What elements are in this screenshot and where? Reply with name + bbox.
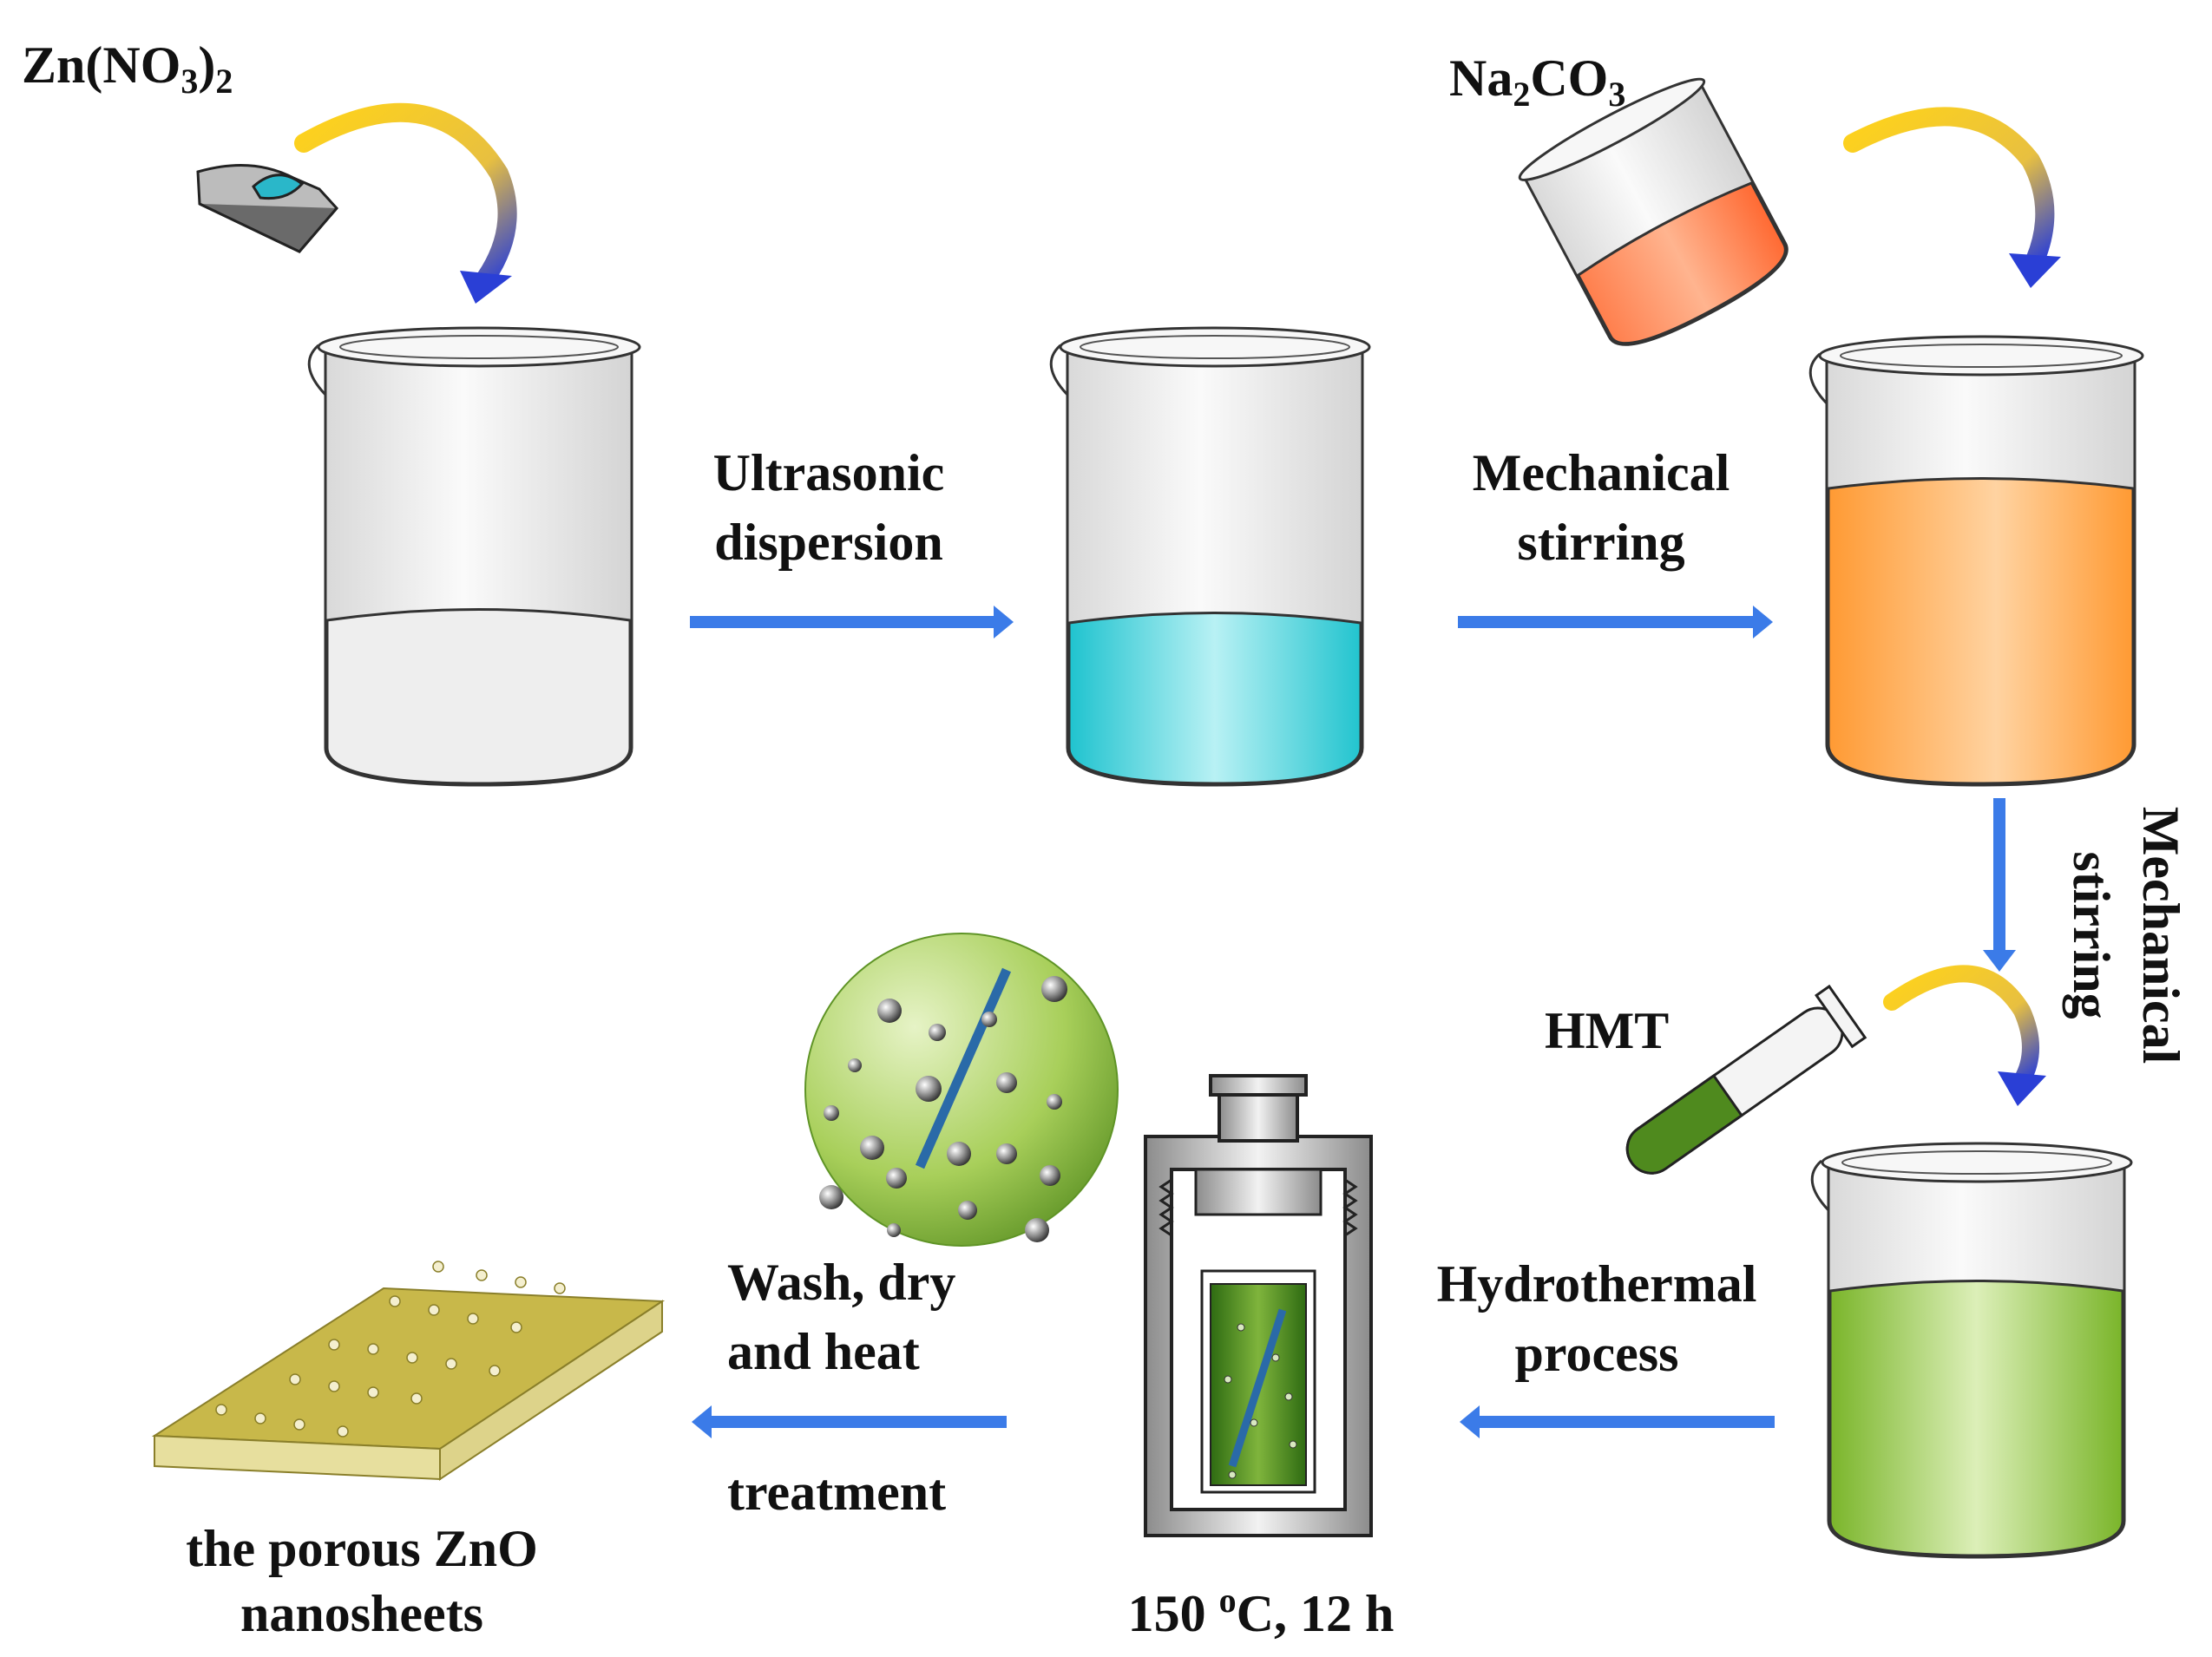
ultrasonic-label-line2: dispersion [714, 514, 942, 571]
pouring-beaker-na2co3 [1518, 77, 1789, 346]
magnified-view [804, 933, 1119, 1247]
pore [289, 1373, 301, 1385]
beaker-cyan-solution [1049, 326, 1371, 787]
pour-arrow-na2co3 [1843, 107, 2061, 288]
pore [254, 1412, 266, 1424]
bubble [1025, 1218, 1049, 1242]
pore [476, 1269, 488, 1281]
bubble [886, 1168, 907, 1189]
hmt-label: HMT [1545, 1002, 1669, 1059]
arrow-mechanical-1 [1458, 606, 1773, 639]
bubble [877, 999, 902, 1023]
pour-arrow-hmt [1883, 965, 2046, 1106]
mechanical-stirring-2-line2: stirring [2063, 851, 2120, 1018]
bubble [996, 1143, 1017, 1164]
pore [510, 1321, 522, 1333]
beaker-green-solution [1810, 1142, 2133, 1559]
bubble [1250, 1418, 1258, 1427]
mechanical-stirring-1-line2: stirring [1517, 514, 1684, 571]
bubble [947, 1142, 971, 1166]
bubble [860, 1136, 884, 1160]
pour-arrow-zn [294, 102, 517, 304]
autoclave [1144, 1074, 1373, 1537]
pore [293, 1418, 305, 1431]
wash-label-line1: Wash, dry [727, 1254, 955, 1311]
pore [410, 1392, 423, 1405]
pore [328, 1380, 340, 1392]
bubble [1224, 1375, 1232, 1384]
zn-nitrate-label: Zn(NO3)2 [22, 36, 233, 101]
bubble [1040, 1165, 1060, 1186]
condition-label: 150 oC, 12 h [1128, 1581, 1395, 1642]
bubble [958, 1201, 977, 1220]
pore [467, 1313, 479, 1325]
zno-nanosheet [151, 1287, 666, 1481]
bubble [1237, 1323, 1245, 1332]
product-label-line1: the porous ZnO [186, 1520, 538, 1577]
mechanical-stirring-2-line1: Mechanical [2132, 807, 2189, 1064]
pore [215, 1404, 227, 1416]
bubble [1284, 1392, 1293, 1401]
arrow-wash [692, 1405, 1007, 1438]
beaker-orange-solution [1808, 335, 2144, 787]
arrow-ultrasonic [690, 606, 1014, 639]
bubble [1041, 976, 1067, 1002]
bubble [1271, 1353, 1280, 1362]
pore [489, 1365, 501, 1377]
bubble [887, 1223, 901, 1237]
bubble [916, 1076, 942, 1102]
hmt-test-tube [1625, 984, 1867, 1175]
ultrasonic-label-line1: Ultrasonic [713, 444, 945, 501]
pore [367, 1386, 379, 1398]
bubble [819, 1185, 843, 1209]
pore [337, 1425, 349, 1438]
pore [367, 1343, 379, 1355]
wash-label-line2: and heat [727, 1323, 920, 1380]
pore [515, 1276, 527, 1288]
hydrothermal-label-line2: process [1515, 1325, 1679, 1382]
arrow-mechanical-2-down [1983, 798, 2016, 972]
product-label-line2: nanosheets [240, 1585, 483, 1642]
bubble [1289, 1440, 1297, 1449]
bubble-layer [215, 976, 1297, 1479]
weighing-boat [196, 164, 339, 253]
mechanical-stirring-1-line1: Mechanical [1473, 444, 1730, 501]
bubble [981, 1012, 997, 1027]
pore [432, 1261, 444, 1273]
pore [406, 1352, 418, 1364]
pore [389, 1295, 401, 1307]
wash-label-line3: treatment [727, 1464, 946, 1521]
bubble [1228, 1470, 1237, 1479]
pore [428, 1304, 440, 1316]
bubble [996, 1072, 1017, 1093]
pore [445, 1358, 457, 1370]
beaker-water [307, 326, 641, 787]
bubble [824, 1105, 839, 1121]
arrow-hydrothermal [1460, 1405, 1775, 1438]
bubble [929, 1024, 946, 1041]
na2co3-label: Na2CO3 [1449, 49, 1625, 114]
pore [328, 1339, 340, 1351]
pore [554, 1282, 566, 1294]
bubble [848, 1058, 862, 1072]
bubble [1047, 1094, 1062, 1110]
hydrothermal-label-line1: Hydrothermal [1437, 1255, 1757, 1313]
